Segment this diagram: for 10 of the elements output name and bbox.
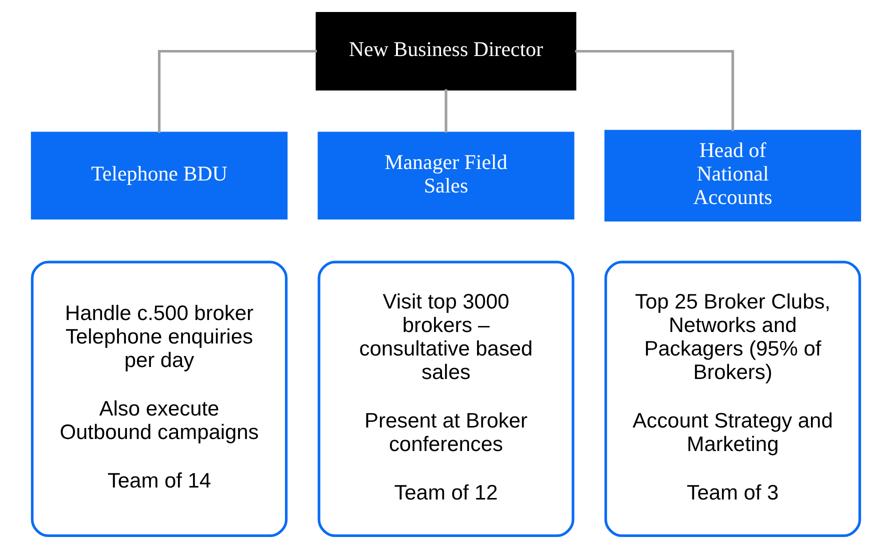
node-box: Manager Field Sales	[317, 132, 574, 220]
connector	[574, 50, 734, 132]
node-box: Head of National Accounts	[604, 130, 861, 222]
node-box: Visit top 3000 brokers – consultative based sales Present at Broker conferences Team of 12	[317, 260, 574, 538]
node-box: Top 25 Broker Clubs, Networks and Packagers (95% of Brokers) Account Strategy and Marketing Team of 3	[604, 260, 861, 538]
connector	[157, 50, 316, 133]
connector	[444, 89, 447, 133]
node-box: New Business Director	[315, 12, 576, 91]
node-box: Handle c.500 broker Telephone enquiries per day Also execute Outbound campaigns Team of 14	[30, 260, 288, 538]
node-box: Telephone BDU	[30, 132, 288, 220]
